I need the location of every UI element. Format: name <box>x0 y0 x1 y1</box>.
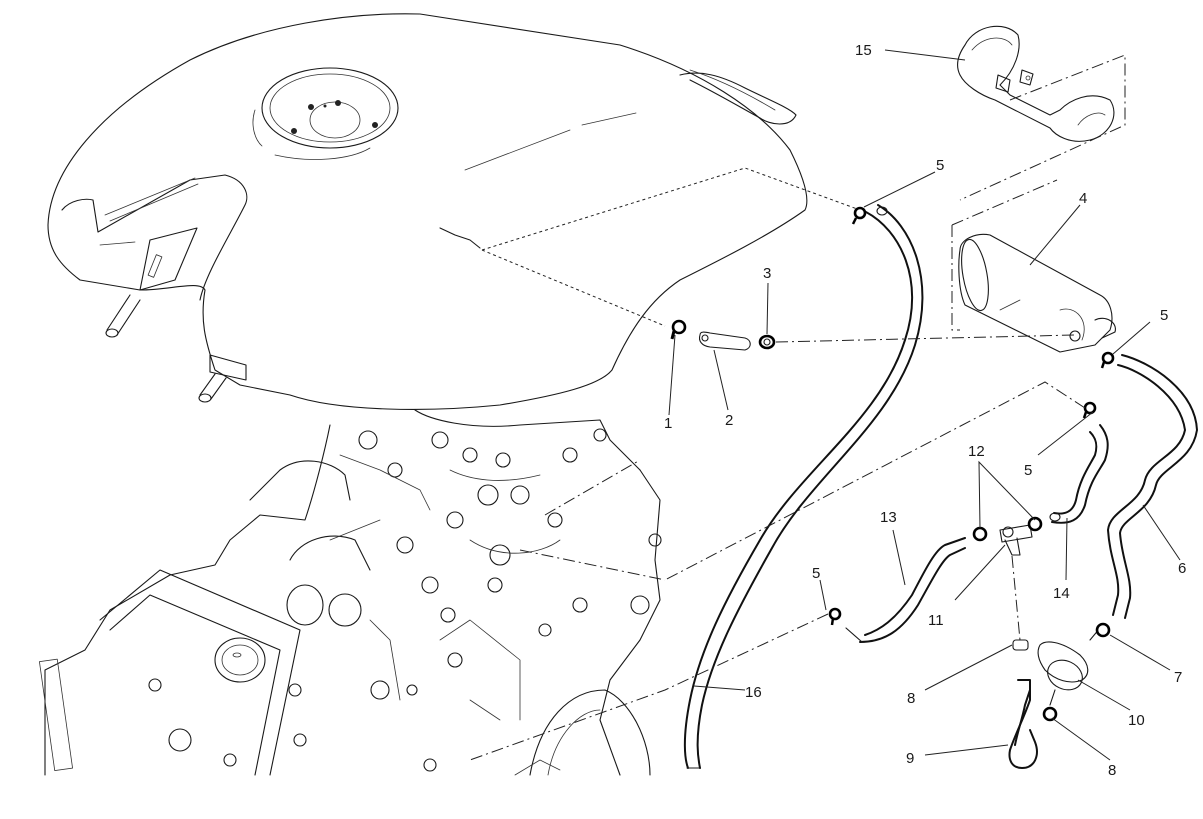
part-5-clamp-right <box>1082 401 1097 419</box>
part-7-clip <box>1095 622 1111 638</box>
callout-5-lower: 5 <box>812 565 820 582</box>
callout-8-upper: 8 <box>907 690 915 707</box>
part-5-clamp-top <box>851 206 888 225</box>
part-11-t-fitting <box>999 524 1033 556</box>
part-3-fitting <box>758 334 776 350</box>
callout-15: 15 <box>855 42 872 59</box>
callout-10: 10 <box>1128 712 1145 729</box>
part-12-clip-left <box>972 526 988 542</box>
part-12-clip-right <box>1027 516 1043 532</box>
callout-5-canister: 5 <box>1160 307 1168 324</box>
callout-5-top: 5 <box>936 157 944 174</box>
callout-13: 13 <box>880 509 897 526</box>
callout-7: 7 <box>1174 669 1182 686</box>
part-8-sleeve-upper <box>1012 639 1029 651</box>
fuel-tank <box>47 13 861 410</box>
part-8-clip-lower <box>1042 706 1058 722</box>
callout-11: 11 <box>928 612 944 629</box>
callout-9: 9 <box>906 750 914 767</box>
part-5-clamp-canister <box>1100 351 1115 369</box>
callout-5-right: 5 <box>1024 462 1032 479</box>
part-9-u-hose <box>1008 679 1038 769</box>
part-5-clamp-lower <box>828 607 842 626</box>
part-10-valve <box>1037 627 1101 706</box>
leader-lines <box>668 49 1181 761</box>
callout-14: 14 <box>1053 585 1070 602</box>
callout-labels: 1 2 3 4 5 5 5 5 6 7 8 8 9 10 11 12 13 14… <box>664 42 1186 779</box>
engine-block <box>39 409 666 776</box>
callout-2: 2 <box>725 412 733 429</box>
callout-3: 3 <box>763 265 771 282</box>
part-1-clamp <box>670 319 687 340</box>
callout-16: 16 <box>745 684 762 701</box>
part-6-hose <box>1107 354 1198 619</box>
part-14-hose <box>1049 424 1109 524</box>
part-2-short-hose <box>698 331 751 351</box>
callout-12: 12 <box>968 443 985 460</box>
part-4-canister <box>951 179 1116 353</box>
part-13-hose <box>845 537 966 643</box>
part-16-vent-hose <box>683 204 924 769</box>
part-15-bracket <box>956 25 1126 201</box>
callout-1: 1 <box>664 415 672 432</box>
callout-8-lower: 8 <box>1108 762 1116 779</box>
callout-6: 6 <box>1178 560 1186 577</box>
callout-4: 4 <box>1079 190 1087 207</box>
